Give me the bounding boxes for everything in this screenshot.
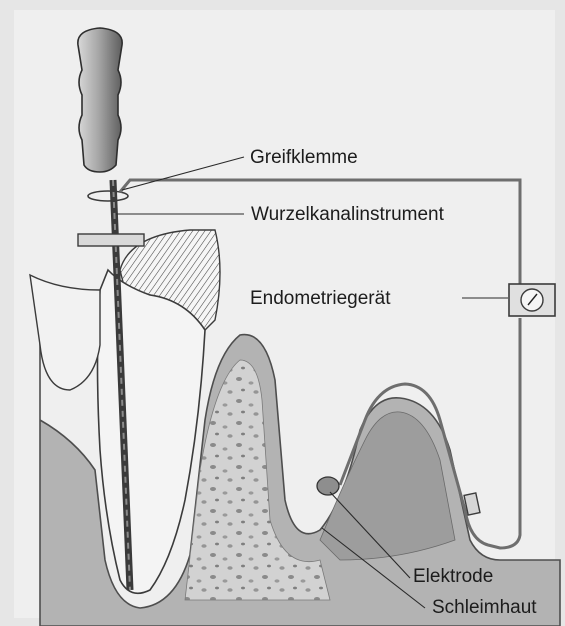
electrode-icon	[317, 477, 339, 495]
handle-icon	[78, 28, 122, 172]
label-elektrode: Elektrode	[413, 567, 493, 586]
gauge-icon	[509, 284, 555, 316]
label-endometriegeraet: Endometriegerät	[250, 289, 390, 308]
label-schleimhaut: Schleimhaut	[432, 598, 537, 617]
rubber-stop	[78, 234, 144, 246]
label-greifklemme: Greifklemme	[250, 148, 358, 167]
label-wurzelkanalinstrument: Wurzelkanalinstrument	[251, 205, 444, 224]
